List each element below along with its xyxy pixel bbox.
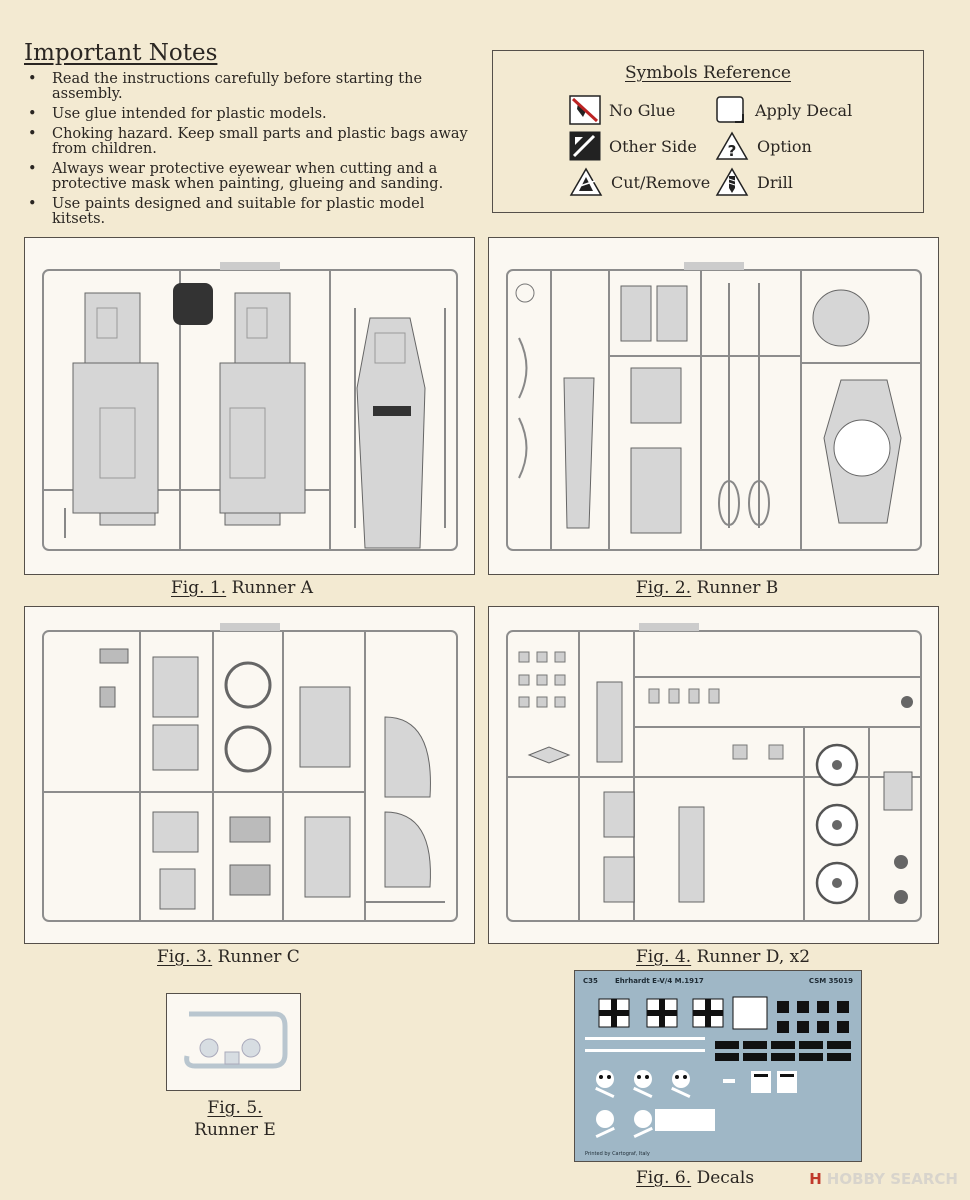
- symbols-reference-box: Symbols Reference No Glue Apply Decal Ot…: [492, 50, 924, 213]
- no-glue-icon: [569, 95, 601, 125]
- symbol-drill: Drill: [715, 167, 793, 197]
- decal-sheet-product-code: CSM 35019: [808, 977, 853, 985]
- option-icon: ?: [715, 131, 749, 160]
- figure-number: Fig. 4.: [636, 947, 692, 967]
- symbol-option: ? Option: [715, 131, 812, 161]
- figure-caption-5: Fig. 5. Runner E: [190, 1097, 280, 1141]
- important-notes-list: Read the instructions carefully before s…: [26, 72, 476, 232]
- symbol-no-glue: No Glue: [569, 95, 675, 125]
- symbol-label: Apply Decal: [755, 100, 853, 120]
- runner-d-illustration: [488, 606, 939, 944]
- important-notes-title: Important Notes: [24, 40, 218, 66]
- apply-decal-icon: [716, 96, 744, 123]
- other-side-icon: [569, 131, 601, 161]
- note-item: Use paints designed and suitable for pla…: [26, 197, 476, 227]
- figure-name: Runner E: [194, 1120, 276, 1140]
- hobby-search-logo: H: [809, 1170, 822, 1188]
- watermark-text: HOBBY SEARCH: [826, 1170, 958, 1188]
- figure-number: Fig. 2.: [636, 578, 692, 598]
- svg-text:?: ?: [728, 142, 737, 160]
- figure-number: Fig. 1.: [171, 578, 227, 598]
- runner-b-illustration: [488, 237, 939, 575]
- decal-sheet-printer: Printed by Cartograf, Italy: [585, 1151, 650, 1157]
- runner-a-illustration: [24, 237, 475, 575]
- runner-c-illustration: [24, 606, 475, 944]
- drill-icon: [715, 167, 749, 196]
- decal-sheet-code: C35: [583, 977, 598, 985]
- symbol-label: Cut/Remove: [611, 172, 711, 192]
- cut-remove-icon: [569, 167, 603, 196]
- figure-number: Fig. 3.: [157, 947, 213, 967]
- note-item: Always wear protective eyewear when cutt…: [26, 162, 476, 192]
- decal-sheet: C35 Ehrhardt E-V/4 M.1917 CSM 35019: [574, 970, 862, 1162]
- figure-name: Decals: [696, 1168, 755, 1188]
- figure-name: Runner A: [231, 578, 314, 598]
- symbol-label: Other Side: [609, 136, 697, 156]
- figure-name: Runner B: [696, 578, 779, 598]
- note-item: Read the instructions carefully before s…: [26, 72, 476, 102]
- note-item: Choking hazard. Keep small parts and pla…: [26, 127, 476, 157]
- symbol-label: Drill: [757, 172, 793, 192]
- runner-e-illustration: [166, 993, 301, 1091]
- note-item: Use glue intended for plastic models.: [26, 107, 476, 123]
- figure-name: Runner C: [217, 947, 300, 967]
- symbol-other-side: Other Side: [569, 131, 697, 161]
- decal-sheet-title: Ehrhardt E-V/4 M.1917: [615, 977, 704, 985]
- figure-caption-2: Fig. 2. Runner B: [636, 578, 778, 598]
- symbol-cut-remove: Cut/Remove: [569, 167, 710, 197]
- figure-number: Fig. 5.: [207, 1098, 263, 1118]
- hobby-search-watermark: H HOBBY SEARCH: [809, 1170, 958, 1188]
- symbols-reference-title: Symbols Reference: [625, 63, 791, 83]
- figure-caption-6: Fig. 6. Decals: [636, 1168, 754, 1188]
- figure-name: Runner D, x2: [696, 947, 811, 967]
- figure-caption-1: Fig. 1. Runner A: [171, 578, 313, 598]
- symbol-label: No Glue: [609, 100, 676, 120]
- symbol-apply-decal: Apply Decal: [715, 95, 852, 125]
- figure-caption-3: Fig. 3. Runner C: [157, 947, 300, 967]
- figure-number: Fig. 6.: [636, 1168, 692, 1188]
- figure-caption-4: Fig. 4. Runner D, x2: [636, 947, 810, 967]
- symbol-label: Option: [757, 136, 812, 156]
